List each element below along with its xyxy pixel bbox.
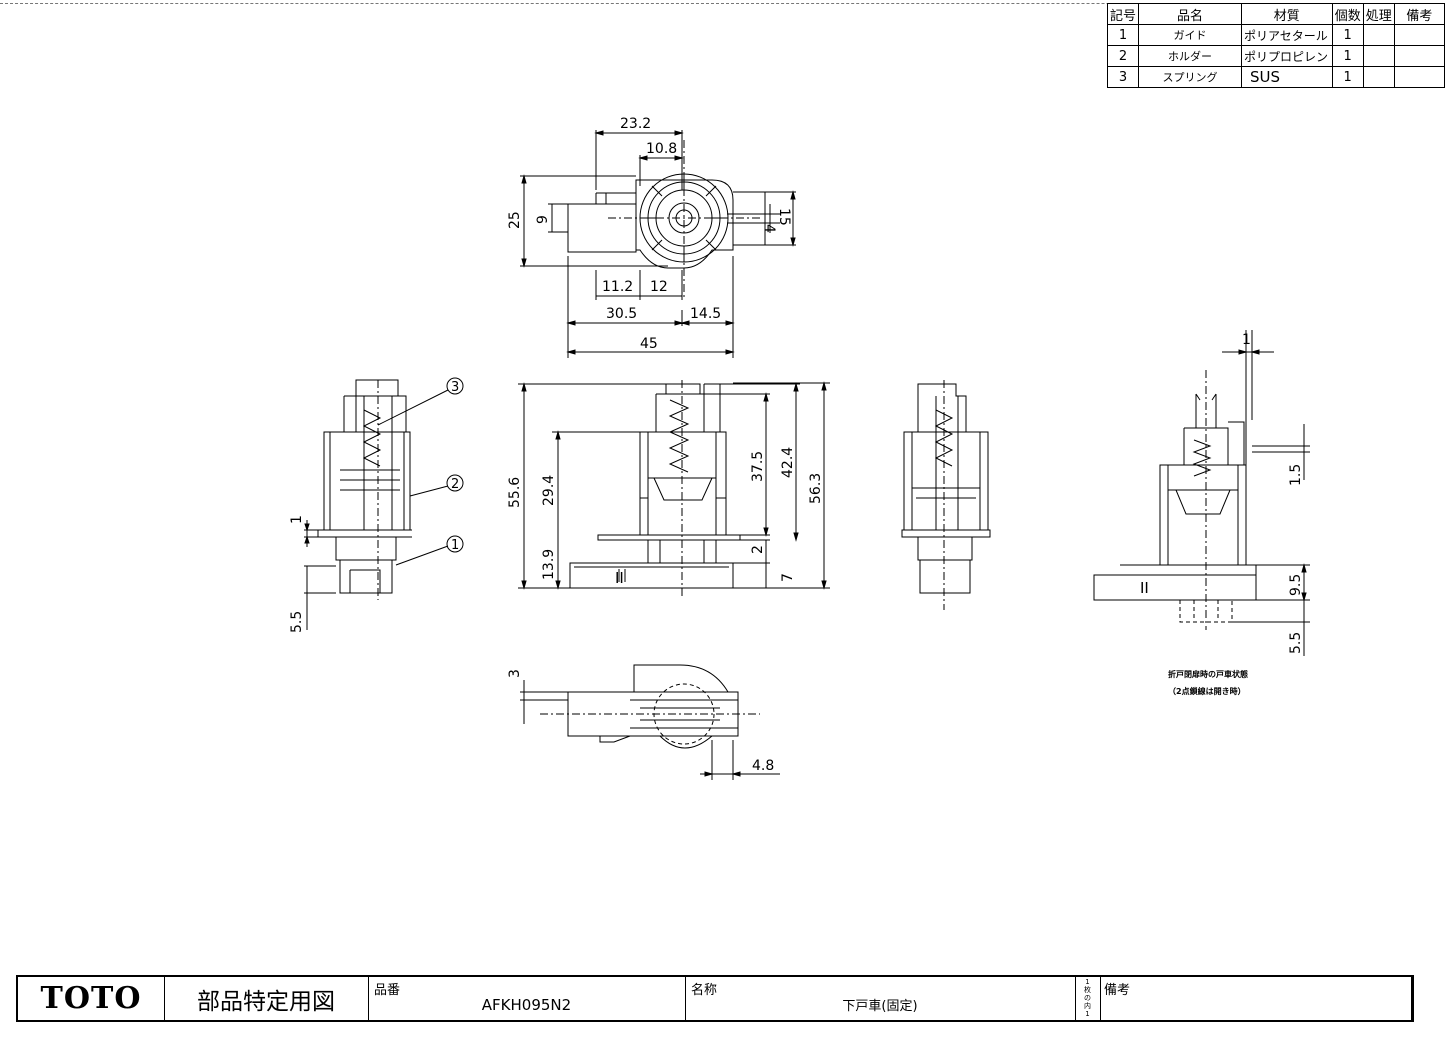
part-name-cell: 名称 下戸車(固定) xyxy=(685,977,1076,1020)
right-side-view xyxy=(901,380,991,610)
title-block: TOTO 部品特定用図 品番 AFKH095N2 名称 下戸車(固定) 1 枚 … xyxy=(16,975,1414,1022)
dim-label: 55.6 xyxy=(507,477,523,508)
bottom-view xyxy=(520,664,780,780)
dim-label: 12 xyxy=(650,279,668,295)
dim-label: 10.8 xyxy=(646,141,677,157)
dim-label: 9 xyxy=(535,215,551,224)
note-line-2: （2点鎖線は開き時） xyxy=(1168,686,1246,696)
sheet-char: 1 xyxy=(1085,978,1090,986)
dim-label: 1.5 xyxy=(1288,464,1304,486)
part-number-label: 品番 xyxy=(374,983,401,998)
technical-drawing: 23.2 10.8 25 9 4 15 11.2 12 30.5 14.5 45 xyxy=(289,116,1310,780)
dim-label: 11.2 xyxy=(602,279,633,295)
sheet-char: の xyxy=(1084,994,1091,1002)
part-name-value: 下戸車(固定) xyxy=(842,999,918,1014)
sheet-border-line xyxy=(0,3,1445,4)
bottom-view-labels: 3 4.8 xyxy=(507,669,774,774)
dim-label: 42.4 xyxy=(780,447,796,478)
dim-label: 37.5 xyxy=(750,451,766,482)
detail-base-mark: II xyxy=(1140,579,1149,597)
dim-label: 56.3 xyxy=(808,473,824,504)
front-view-labels: 55.6 29.4 37.5 42.4 56.3 2 13.9 7 II xyxy=(507,447,824,587)
dim-label: 1 xyxy=(1242,332,1251,348)
left-side-labels: 3 2 1 1 5.5 xyxy=(289,380,459,633)
dim-label: 15 xyxy=(776,208,792,226)
detail-view xyxy=(1093,330,1310,656)
top-view-dimensions: 23.2 10.8 25 9 4 15 11.2 12 30.5 14.5 45 xyxy=(507,116,792,352)
part-number-cell: 品番 AFKH095N2 xyxy=(368,977,686,1020)
row-name: スプリング xyxy=(1138,66,1242,88)
header-treatment: 処理 xyxy=(1362,3,1395,25)
dim-label: 5.5 xyxy=(1288,632,1304,654)
dim-label: 4.8 xyxy=(752,758,774,774)
dim-label: 9.5 xyxy=(1288,574,1304,596)
table-row: 3 スプリング SUS 1 xyxy=(1106,66,1445,88)
detail-view-labels: 1 1.5 9.5 5.5 II 折戸閉扉時の戸車状態 （2点鎖線は開き時） xyxy=(1140,332,1304,696)
row-qty: 1 xyxy=(1331,66,1364,88)
left-side-view xyxy=(304,377,464,630)
dim-label: 45 xyxy=(640,336,658,352)
document-type: 部品特定用図 xyxy=(164,977,369,1020)
part-number-value: AFKH095N2 xyxy=(481,996,572,1014)
front-base-mark: II xyxy=(615,569,624,587)
table-row: 1 ガイド ポリアセタール 1 xyxy=(1106,24,1445,46)
balloon-2-label: 2 xyxy=(451,477,459,492)
row-no: 3 xyxy=(1106,66,1140,88)
dim-label: 5.5 xyxy=(289,611,305,633)
dim-label: 4 xyxy=(761,224,777,233)
dim-label: 30.5 xyxy=(606,306,637,322)
front-view xyxy=(518,380,830,596)
row-name: ホルダー xyxy=(1138,45,1242,67)
row-no: 1 xyxy=(1106,24,1140,46)
row-material: SUS xyxy=(1240,66,1333,88)
row-material: ポリアセタール xyxy=(1240,24,1333,46)
dim-label: 13.9 xyxy=(541,549,557,580)
parts-table-header: 記号 品名 材質 個数 処理 備考 xyxy=(1106,3,1445,25)
balloon-1-label: 1 xyxy=(451,538,459,553)
dim-label: 3 xyxy=(507,669,523,678)
dim-label: 1 xyxy=(289,515,305,524)
parts-table: 記号 品名 材質 個数 処理 備考 1 ガイド ポリアセタール 1 2 ホルダー… xyxy=(1106,3,1445,88)
sheet-char: 1 xyxy=(1085,1010,1090,1018)
sheet-char: 内 xyxy=(1084,1002,1091,1010)
toto-logo: TOTO xyxy=(18,977,165,1020)
note-line-1: 折戸閉扉時の戸車状態 xyxy=(1168,669,1248,679)
balloon-3-label: 3 xyxy=(451,380,459,395)
dim-label: 7 xyxy=(780,573,796,582)
dim-label: 14.5 xyxy=(690,306,721,322)
dim-label: 23.2 xyxy=(620,116,651,132)
header-name: 品名 xyxy=(1138,3,1242,25)
row-remarks xyxy=(1393,66,1445,88)
header-material: 材質 xyxy=(1240,3,1333,25)
sheet-char: 枚 xyxy=(1084,986,1091,994)
dim-label: 25 xyxy=(507,211,523,229)
dim-label: 2 xyxy=(750,545,766,554)
part-name-label: 名称 xyxy=(691,983,718,998)
dim-label: 29.4 xyxy=(541,475,557,506)
top-view xyxy=(520,130,796,358)
remarks-label: 備考 xyxy=(1104,983,1131,998)
remarks-cell: 備考 xyxy=(1101,977,1412,1020)
sheet-count: 1 枚 の 内 1 xyxy=(1075,977,1101,1020)
